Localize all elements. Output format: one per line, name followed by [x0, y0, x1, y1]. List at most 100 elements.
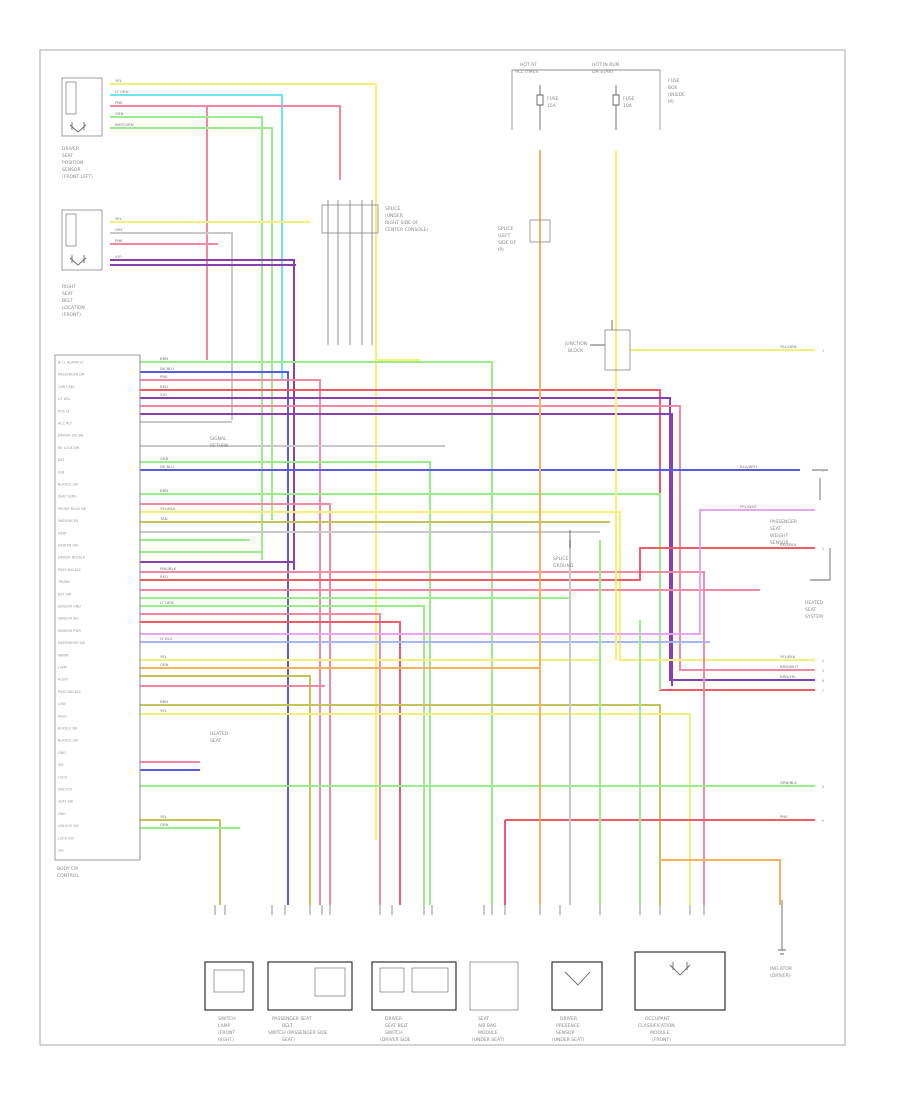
splice-center-2: RIGHT SIDE OF — [385, 220, 419, 226]
wire-red-h4 — [140, 547, 815, 581]
module-pin-label: PASSENGER DR — [58, 373, 85, 377]
r-brnyel: BRN/YEL — [780, 674, 797, 679]
module-pin-label: SENSOR SIG — [58, 617, 79, 621]
module-pin-label: TRUNK — [57, 580, 70, 584]
bottom-comp-2 — [267, 961, 353, 1011]
wire-pink-h4 — [140, 571, 705, 905]
wl-ltgrn2: LT GRN — [160, 600, 174, 605]
tl2-line4: (FRONT) — [62, 312, 81, 318]
pass-sensor-1: SEAT — [770, 526, 781, 532]
heated-seat-note: HEATED SEAT SYSTEM — [805, 600, 824, 620]
module-pin-label: UNLOCK — [58, 788, 73, 792]
edge-7: 7 — [822, 689, 824, 693]
wire-green-h7 — [140, 605, 425, 905]
fuse-panel-3: IP) — [668, 99, 674, 105]
ground-note: SPLICE GROUND — [553, 530, 574, 569]
tl1-line2: POSITION — [62, 160, 83, 166]
edge-1: 1 — [822, 349, 824, 353]
junction-1: BLOCK — [568, 348, 584, 354]
tl2-line3: LOCATION — [62, 305, 85, 311]
b2-1: BELT — [282, 1023, 293, 1029]
fuse-right-0: HOT IN RUN — [592, 62, 619, 68]
module-pin-label: ACC RLY — [58, 422, 73, 426]
ground-0: SPLICE — [553, 556, 569, 562]
wl-yel4: YEL — [160, 708, 168, 713]
bottom-comp-6 — [634, 951, 726, 1011]
top-left-sensor-1: DRIVER SEAT POSITION SENSOR (FRONT LEFT) — [61, 77, 103, 180]
module-pin-label: SIG — [58, 849, 64, 853]
b7-0: INFLATOR — [770, 966, 792, 972]
module-pin-label: SENSOR GND — [58, 605, 81, 609]
module-pin-label: UT DRL — [58, 397, 71, 401]
r-bluwht: BLU/WHT — [740, 464, 758, 469]
bottom-components: SWITCH LAMP (FRONT RIGHT) PASSENGER SEAT… — [204, 900, 792, 1043]
bottom-comp-3 — [371, 961, 457, 1011]
wire-purple-h1 — [140, 397, 815, 681]
b3-3: (DRIVER SIDE — [380, 1037, 411, 1043]
wire-yellow-h3 — [140, 511, 815, 661]
wire-gray-mid — [110, 232, 233, 420]
tl1-line0: DRIVER — [62, 146, 79, 152]
b1-1: LAMP — [218, 1023, 231, 1029]
splice-mid-1: (LEFT — [498, 233, 511, 239]
wl-red2: RED — [160, 574, 168, 579]
module-pin-label: ALERT — [58, 678, 69, 682]
r-yelblk: YEL/BLK — [780, 654, 796, 659]
wire-purple-mid — [110, 259, 295, 570]
wl-vio: VIO — [115, 254, 122, 259]
b2-2: SWITCH (PASSENGER SIDE — [268, 1030, 328, 1036]
wl-pnkblk: PNK/BLK — [160, 566, 177, 571]
wl-yel: YEL — [115, 78, 123, 83]
fuse-panel-1: BOX — [668, 85, 677, 91]
wire-pink-h6 — [140, 613, 381, 905]
wire-cyan-top — [110, 94, 283, 380]
sig-return-2: HEATED — [210, 731, 229, 737]
heated-0: HEATED — [805, 600, 824, 606]
bottom-comp-7 — [778, 900, 786, 955]
wire-blue-h — [140, 371, 289, 905]
wl-brn: BRN — [160, 356, 168, 361]
wl-dkblu2: DK BLU — [160, 464, 174, 469]
sig-return-1: RETURN — [210, 443, 229, 449]
wire-olive-h9 — [140, 819, 221, 905]
diagram-frame — [39, 49, 846, 1046]
pass-sensor-2: WEIGHT — [770, 533, 788, 539]
wire-olive-h3 — [140, 704, 661, 905]
edge-4: 4 — [822, 659, 824, 663]
fuse-left-1: ALL TIMES — [515, 69, 538, 75]
wire-pink-h2 — [140, 405, 815, 671]
wl-pnk: PNK — [115, 100, 123, 105]
bottom-comp-1 — [204, 961, 254, 1011]
b5-0: DRIVER — [560, 1016, 577, 1022]
edge-5: 5 — [822, 669, 824, 673]
wl-pnk3: PNK — [160, 374, 168, 379]
b3-2: SWITCH — [385, 1030, 403, 1036]
r-grnblk: GRN/BLK — [780, 780, 797, 785]
module-pin-label: PASS BUCKLE — [58, 568, 81, 572]
module-pin-label: GND — [58, 812, 66, 816]
module-pin-label: WARN — [58, 653, 69, 657]
module-pin-label: HEAT — [58, 531, 68, 535]
tl2-line2: BELT — [62, 298, 73, 304]
wire-yellow-top — [110, 83, 420, 361]
b3-0: DRIVER — [385, 1016, 402, 1022]
right-edge-labels: YEL/GRN BLU/WHT PPL/WHT RED/BLK YEL/BLK … — [740, 344, 824, 823]
wl-grn2: GRN — [160, 456, 169, 461]
fuse-section: HOT AT ALL TIMES HOT IN RUN OR START FUS… — [511, 62, 685, 130]
junction-block: JUNCTION BLOCK — [564, 320, 631, 371]
module-pin-label: DRIVER DR SW — [58, 434, 84, 438]
module-pin-label: GND — [58, 751, 66, 755]
heated-2: SYSTEM — [805, 614, 823, 620]
module-pin-label: HEATER SW — [58, 544, 79, 548]
module-pin-label: UNLOCK SW — [58, 824, 79, 828]
splice-center-1: (UNDER — [385, 213, 403, 219]
module-pin-label: DRIVER BUCKLE — [58, 556, 85, 560]
junction-0: JUNCTION — [564, 341, 587, 347]
wl-grn: GRN — [115, 111, 124, 116]
module-pin-label: B-CL ALARM LT — [58, 361, 84, 365]
wire-purple-h2 — [140, 413, 673, 686]
b5-2: SENSOR — [556, 1030, 575, 1036]
b5-1: PRESENCE — [556, 1023, 580, 1029]
r-pplwht: PPL/WHT — [740, 504, 758, 509]
edge-8: 8 — [822, 785, 824, 789]
